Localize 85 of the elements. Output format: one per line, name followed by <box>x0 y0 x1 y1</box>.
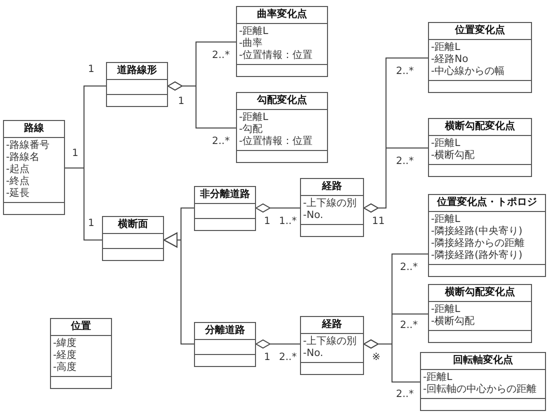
class-name: 位置 <box>51 319 111 336</box>
attribute-text: -終点 <box>6 176 30 188</box>
aggregation-line <box>256 204 300 212</box>
attribute-text: -勾配 <box>239 124 263 136</box>
class-box <box>428 194 546 277</box>
class-box <box>428 118 532 177</box>
multiplicity-label: 2..* <box>396 156 414 168</box>
multiplicity-label: 1 <box>264 352 270 364</box>
multiplicity-label: 1 <box>88 64 94 76</box>
class-name: 横断勾配変化点 <box>429 285 531 302</box>
attribute-text: -位置情報：位置 <box>239 136 313 148</box>
attribute-text: -距離L <box>239 26 268 38</box>
attribute-text: -横断勾配 <box>431 316 475 328</box>
class-box <box>102 216 164 261</box>
class-box <box>194 322 256 367</box>
multiplicity-label: 2..* <box>212 136 230 148</box>
attribute-text: -位置情報：位置 <box>239 50 313 62</box>
attribute-text: -隣接経路(路外寄り) <box>431 250 522 262</box>
multiplicity-label: 1 <box>72 148 78 160</box>
attribute-text: -高度 <box>53 362 77 374</box>
class-name: 経路 <box>301 317 363 334</box>
class-name: 路線 <box>4 121 64 138</box>
class-name: 非分離道路 <box>195 187 255 204</box>
multiplicity-label: 2..* <box>279 352 297 364</box>
aggregation-line <box>364 148 428 212</box>
attribute-text: -経度 <box>53 350 77 362</box>
attribute-text: -距離L <box>431 42 460 54</box>
attribute-text: -距離L <box>431 138 460 150</box>
attribute-text: -隣接経路からの距離 <box>431 238 525 250</box>
attribute-text: -起点 <box>6 164 30 176</box>
multiplicity-label: 1..* <box>279 216 297 228</box>
attribute-text: -回転軸の中心からの距離 <box>423 384 537 396</box>
class-box <box>106 62 168 107</box>
class-box <box>236 6 328 77</box>
class-box <box>236 92 328 163</box>
class-name: 分離道路 <box>195 323 255 340</box>
attribute-text: -隣接経路(中央寄り) <box>431 226 522 238</box>
attribute-text: -曲率 <box>239 38 263 50</box>
class-box <box>50 318 112 389</box>
class-name: 経路 <box>301 179 363 196</box>
attribute-text: -経路No <box>431 54 468 66</box>
class-name: 位置変化点・トポロジ <box>429 195 545 212</box>
multiplicity-label: 2..* <box>212 50 230 62</box>
multiplicity-label: 2..* <box>400 320 418 332</box>
attribute-text: -路線名 <box>6 152 40 164</box>
class-box <box>420 352 546 411</box>
attribute-text: -路線番号 <box>6 140 50 152</box>
association-line <box>84 86 106 168</box>
attribute-text: -No. <box>303 210 324 222</box>
attribute-text: -横断勾配 <box>431 150 475 162</box>
class-box <box>194 186 256 231</box>
attribute-text: -中心線からの幅 <box>431 66 505 78</box>
multiplicity-label: 1 <box>178 96 184 108</box>
multiplicity-label: 1 <box>264 216 270 228</box>
aggregation-line <box>256 340 300 348</box>
attribute-text: -延長 <box>6 188 30 200</box>
class-box <box>428 22 532 93</box>
attribute-text: -上下線の別 <box>303 198 357 210</box>
class-box <box>428 284 532 343</box>
class-name: 道路線形 <box>107 63 167 80</box>
class-name: 勾配変化点 <box>237 93 327 110</box>
class-box <box>300 178 364 237</box>
class-name: 横断勾配変化点 <box>429 119 531 136</box>
multiplicity-label: ※ <box>372 352 380 364</box>
attribute-text: -距離L <box>239 112 268 124</box>
class-box <box>300 316 364 375</box>
attribute-text: -距離L <box>431 304 460 316</box>
class-name: 回転軸変化点 <box>421 353 545 370</box>
attribute-text: -距離L <box>423 372 452 384</box>
multiplicity-label: 11 <box>372 216 385 228</box>
multiplicity-label: 2..* <box>396 389 414 401</box>
generalization-line <box>164 232 194 344</box>
multiplicity-label: 1 <box>88 218 94 230</box>
attribute-text: -No. <box>303 348 324 360</box>
class-name: 横断面 <box>103 217 163 234</box>
multiplicity-label: 2..* <box>400 262 418 274</box>
multiplicity-label: 2..* <box>396 66 414 78</box>
class-name: 位置変化点 <box>429 23 531 40</box>
attribute-text: -緯度 <box>53 338 77 350</box>
class-box <box>3 120 65 215</box>
aggregation-line <box>168 82 236 128</box>
class-name: 曲率変化点 <box>237 7 327 24</box>
attribute-text: -距離L <box>431 214 460 226</box>
aggregation-line <box>364 340 420 382</box>
attribute-text: -上下線の別 <box>303 336 357 348</box>
